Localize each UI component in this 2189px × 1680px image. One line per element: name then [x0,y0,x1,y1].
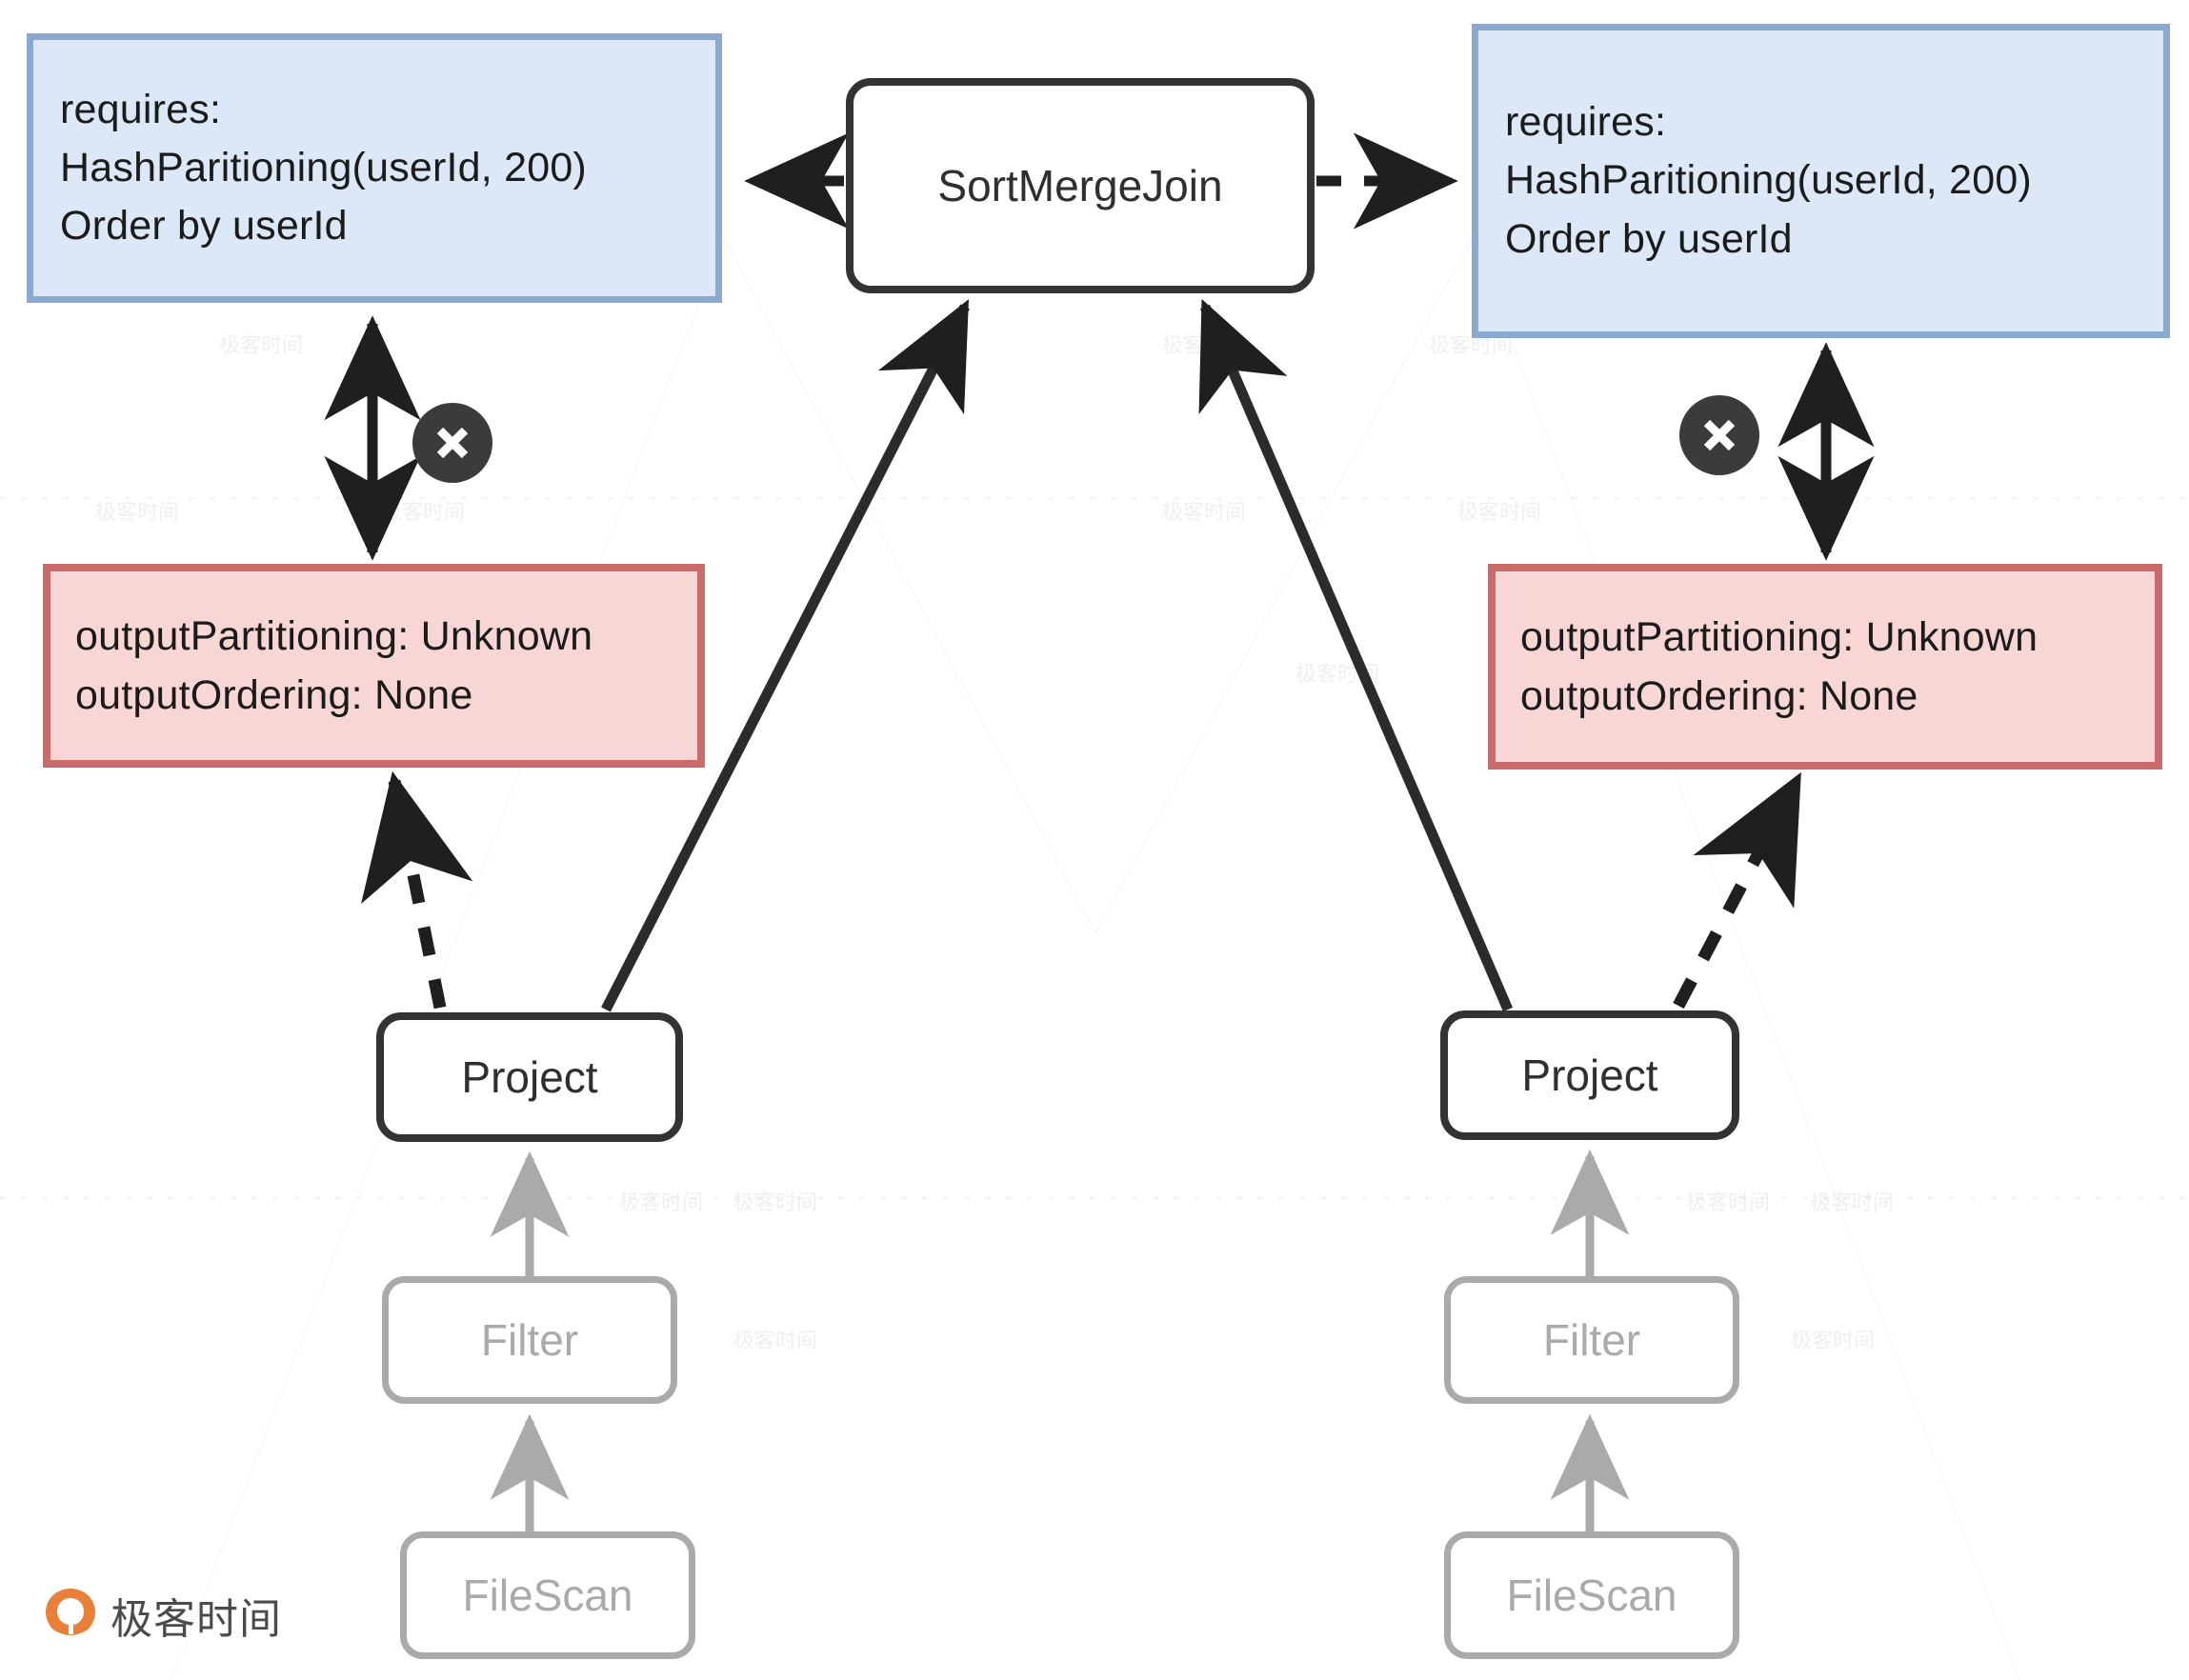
output-text: outputPartitioning: Unknown outputOrderi… [75,612,593,718]
watermark-text: 极客时间 [1162,334,1247,358]
requirement-text: requires: HashParitioning(userId, 200) O… [60,86,587,250]
operator-sortmergejoin[interactable]: SortMergeJoin [846,78,1315,293]
watermark-text: 极客时间 [95,501,180,525]
brand-logo: 极客时间 [44,1585,282,1646]
close-x-icon [1679,395,1759,475]
watermark-text: 极客时间 [733,1330,818,1353]
close-x-icon [412,403,492,483]
watermark-text: 极客时间 [1791,1330,1876,1353]
output-text: outputPartitioning: Unknown outputOrderi… [1520,613,2038,719]
edge-project-right-to-output [1673,771,1802,1010]
watermark-text: 极客时间 [733,1191,818,1215]
watermark-text: 极客时间 [1295,663,1380,687]
operator-project-left[interactable]: Project [376,1012,683,1142]
output-box-left: outputPartitioning: Unknown outputOrderi… [43,564,705,768]
brand-logo-text: 极客时间 [110,1595,282,1644]
requirement-text: requires: HashParitioning(userId, 200) O… [1505,99,2032,262]
operator-label: Project [1521,1050,1658,1100]
operator-filescan-right[interactable]: FileScan [1444,1531,1739,1659]
watermark-text: 极客时间 [381,501,466,525]
watermark-text: 极客时间 [1162,501,1247,525]
operator-label: FileScan [1506,1570,1677,1620]
background-guides [0,237,2189,1680]
operator-label: FileScan [462,1570,633,1620]
output-box-right: outputPartitioning: Unknown outputOrderi… [1488,564,2162,770]
operator-filter-left[interactable]: Filter [382,1276,677,1404]
operator-label: Project [461,1052,598,1102]
watermark-text: 极客时间 [619,1191,704,1215]
operator-label: Filter [1542,1315,1641,1365]
operator-label: SortMergeJoin [937,161,1223,210]
watermark-text: 极客时间 [1457,501,1542,525]
watermark-text: 极客时间 [1810,1191,1895,1215]
edge-project-left-to-output [361,770,473,1010]
requirement-box-left: requires: HashParitioning(userId, 200) O… [27,33,722,303]
operator-filescan-left[interactable]: FileScan [400,1531,695,1659]
operator-label: Filter [480,1315,579,1365]
geektime-pin-icon [44,1587,97,1644]
watermark-text: 极客时间 [1686,1191,1771,1215]
operator-project-right[interactable]: Project [1440,1010,1739,1140]
watermark-text: 极客时间 [219,334,304,358]
operator-filter-right[interactable]: Filter [1444,1276,1739,1404]
requirement-box-right: requires: HashParitioning(userId, 200) O… [1472,24,2170,338]
